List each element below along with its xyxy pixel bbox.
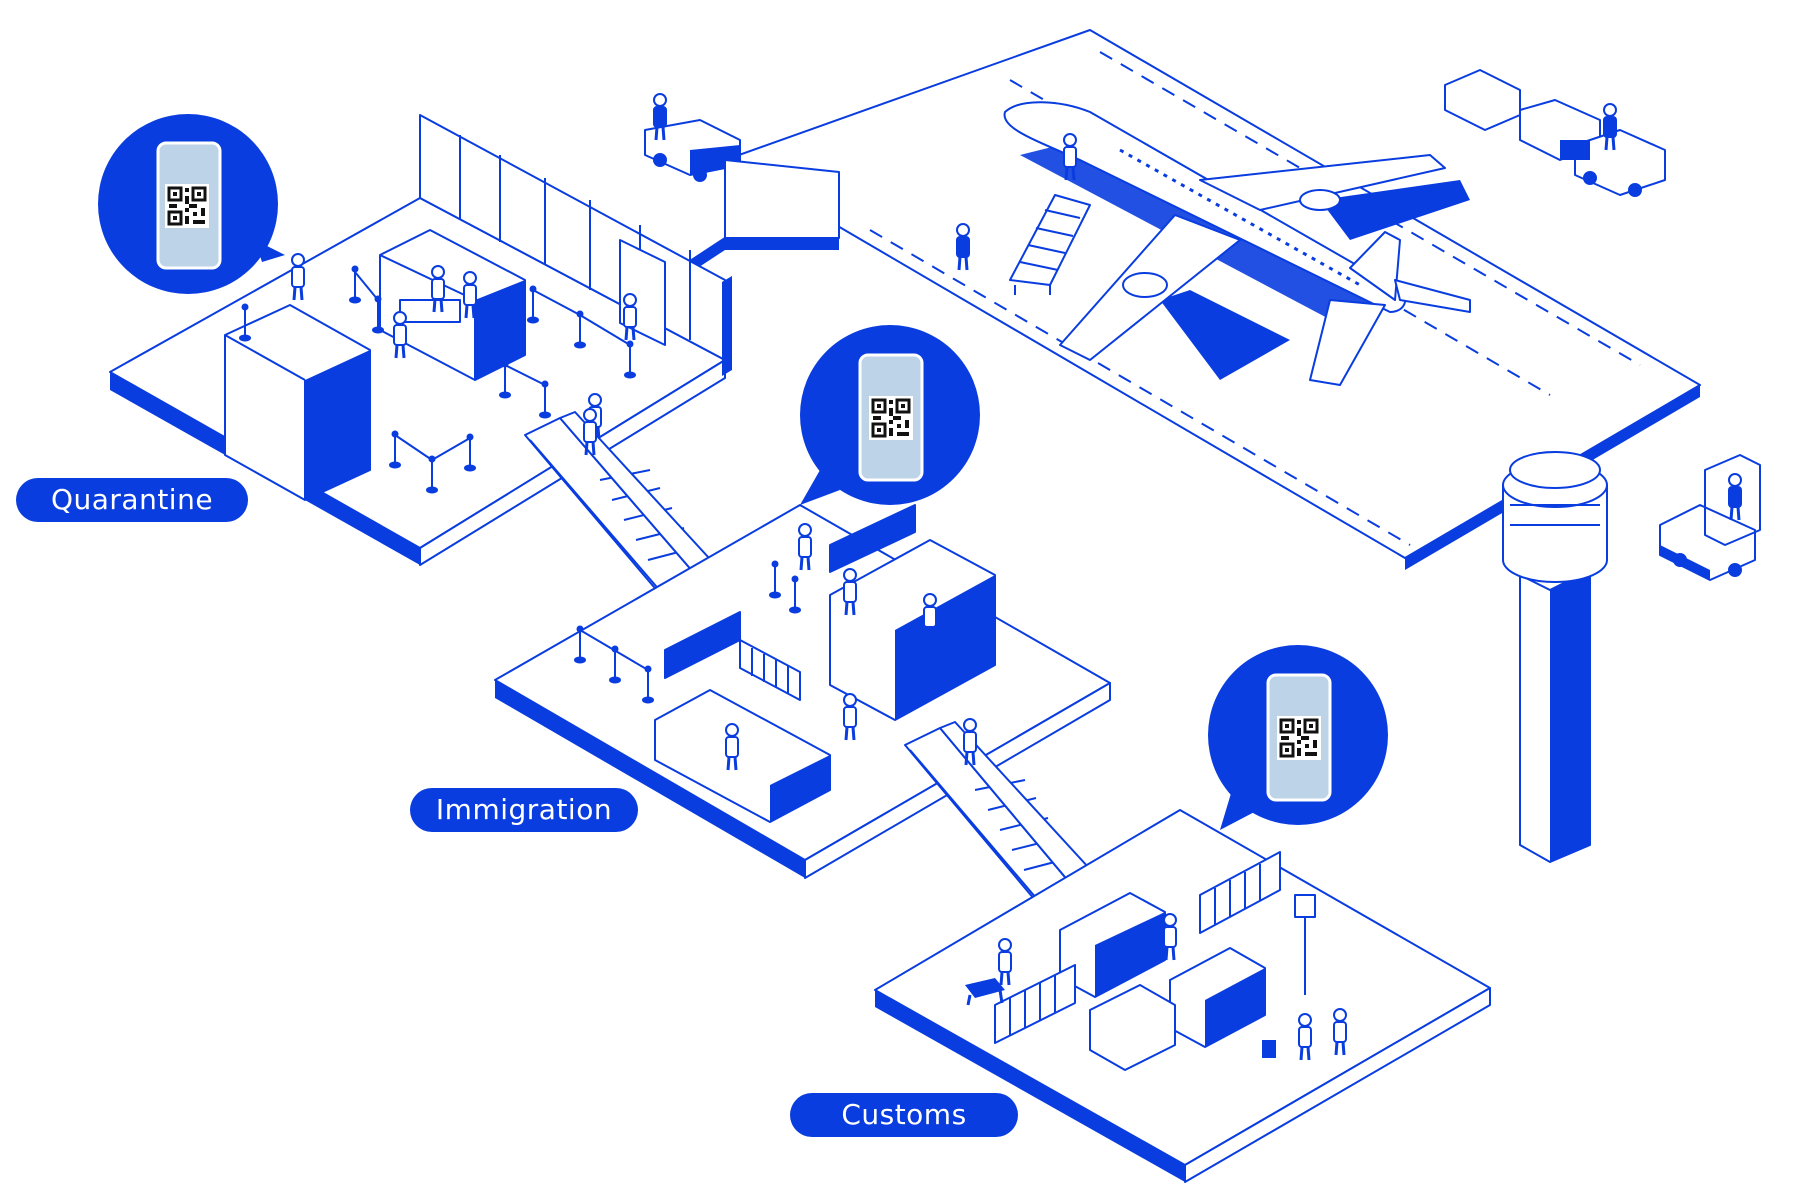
airplane-icon xyxy=(1003,101,1471,386)
qr-code-icon xyxy=(867,394,915,442)
qr-code-icon xyxy=(163,182,211,230)
forklift-icon xyxy=(1659,454,1761,581)
sniffer-dog-icon xyxy=(965,978,1005,1006)
control-tower-icon xyxy=(1502,451,1608,863)
qr-code-icon xyxy=(1275,714,1323,762)
area-label-immigration: Immigration xyxy=(410,788,638,832)
qr-bubble-customs xyxy=(1208,645,1388,830)
qr-bubble-quarantine xyxy=(98,114,285,294)
area-label-customs: Customs xyxy=(790,1093,1018,1137)
baggage-train xyxy=(1444,69,1666,197)
area-label-quarantine: Quarantine xyxy=(16,478,248,522)
qr-bubble-immigration xyxy=(800,325,980,505)
customs-platform xyxy=(874,809,1491,1183)
